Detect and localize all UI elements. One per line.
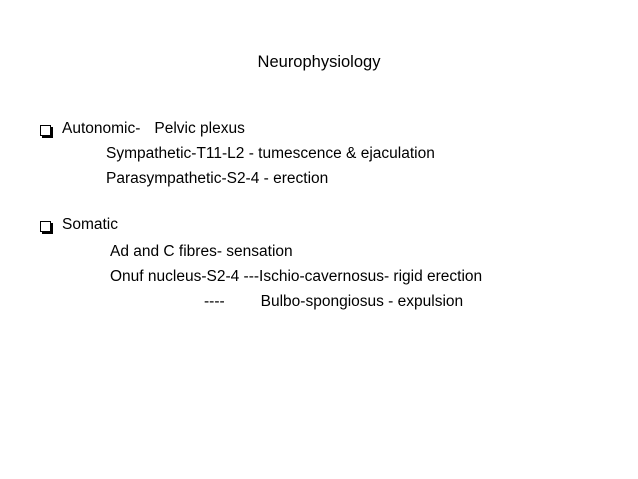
autonomic-parasympathetic-line: Parasympathetic-S2-4 - erection	[106, 170, 329, 187]
somatic-dash: ----	[204, 293, 225, 310]
autonomic-sympathetic-line: Sympathetic-T11-L2 - tumescence & ejacul…	[106, 145, 435, 162]
slide-title: Neurophysiology	[257, 53, 381, 71]
autonomic-label: Autonomic-	[62, 120, 141, 137]
somatic-onuf-line: Onuf nucleus-S2-4 ---Ischio-cavernosus- …	[110, 268, 483, 285]
somatic-heading: Somatic	[62, 216, 118, 233]
autonomic-heading: Autonomic- Pelvic plexus	[62, 119, 245, 139]
somatic-bulbo-text: Bulbo-spongiosus - expulsion	[260, 293, 464, 310]
checkbox-bullet-icon	[40, 221, 51, 232]
autonomic-pelvic-plexus: Pelvic plexus	[154, 120, 245, 137]
somatic-bulbo-line: ---- Bulbo-spongiosus - expulsion	[204, 292, 463, 312]
checkbox-bullet-icon	[40, 125, 51, 136]
somatic-fibres-line: Ad and C fibres- sensation	[110, 243, 293, 260]
